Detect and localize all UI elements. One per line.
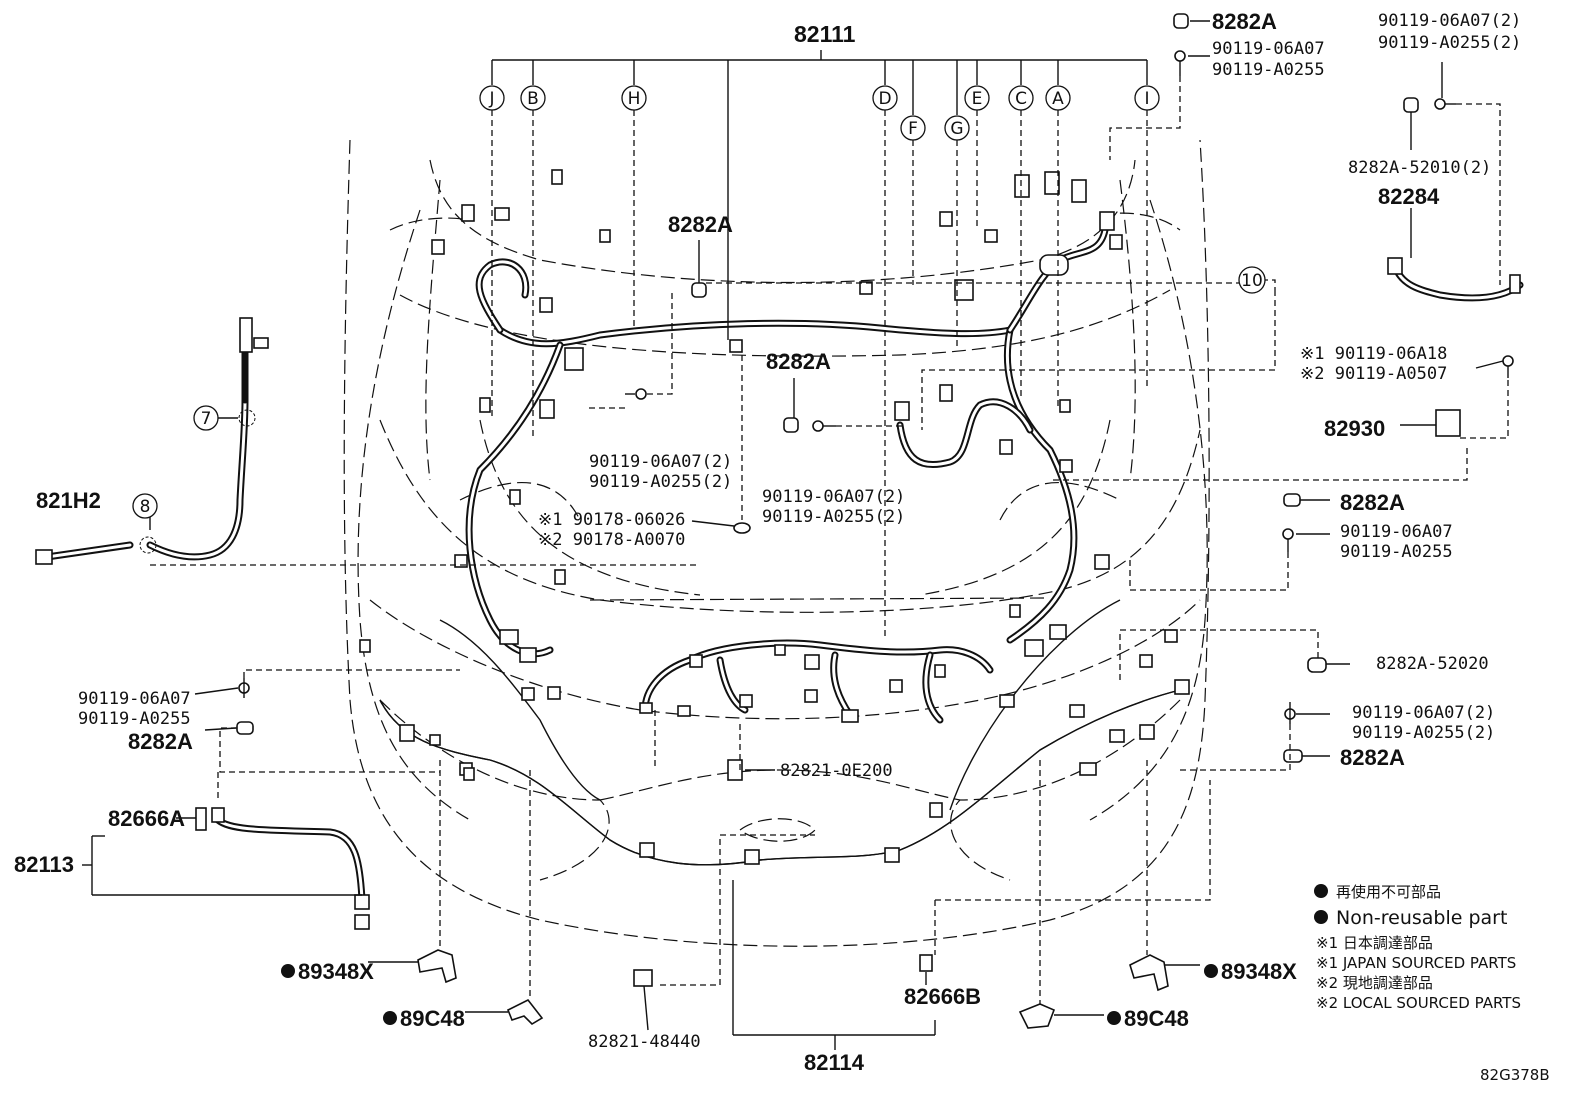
label-8282A-right3: 8282A xyxy=(1340,745,1405,770)
svg-text:C: C xyxy=(1015,89,1027,109)
callout-E: E xyxy=(964,85,990,111)
callout-A: A xyxy=(1045,85,1071,111)
label-90119-06A07-top: 90119-06A07 xyxy=(1212,39,1325,59)
callout-G: G xyxy=(944,115,970,141)
label-tr-90119-06A07: 90119-06A07(2) xyxy=(1378,11,1521,31)
svg-text:F: F xyxy=(908,119,918,139)
label-82930: 82930 xyxy=(1324,416,1385,441)
label-center-90119-06A07: 90119-06A07(2) xyxy=(762,487,905,507)
legend-local-sourced-jp: ※2 現地調達部品 xyxy=(1316,974,1433,992)
label-82111: 82111 xyxy=(794,21,856,47)
ref-circle-8: 8 xyxy=(132,493,158,519)
svg-text:8: 8 xyxy=(140,497,151,517)
label-89348X-right: 89348X xyxy=(1221,959,1297,984)
label-leftfront-90119-06A07: 90119-06A07 xyxy=(78,689,191,709)
label-82114: 82114 xyxy=(804,1050,865,1075)
legend-local-sourced-en: ※2 LOCAL SOURCED PARTS xyxy=(1316,994,1521,1012)
legend-non-reusable-jp: 再使用不可部品 xyxy=(1336,883,1441,901)
label-right-90119-06A07: 90119-06A07 xyxy=(1340,522,1453,542)
label-asterisk1-90119-06A18: ※1 90119-06A18 xyxy=(1300,344,1447,364)
svg-text:I: I xyxy=(1144,89,1149,109)
label-8282A-52010: 8282A-52010(2) xyxy=(1348,158,1491,178)
legend-non-reusable-en: Non-reusable part xyxy=(1336,907,1507,929)
callout-C: C xyxy=(1008,85,1034,111)
label-left-90119-A0255: 90119-A0255(2) xyxy=(589,472,732,492)
label-center-90119-A0255: 90119-A0255(2) xyxy=(762,507,905,527)
label-8282A-leftfront: 8282A xyxy=(128,729,193,754)
label-8282A-top: 8282A xyxy=(1212,9,1277,34)
label-8282A-center: 8282A xyxy=(766,349,831,374)
vehicle-body-outline xyxy=(343,139,1210,947)
label-89C48-right: 89C48 xyxy=(1124,1006,1189,1031)
label-8282A-52020: 8282A-52020 xyxy=(1376,654,1489,674)
svg-text:B: B xyxy=(527,89,539,109)
main-wire-harness xyxy=(36,226,1524,904)
svg-text:A: A xyxy=(1052,89,1064,109)
svg-text:E: E xyxy=(972,89,983,109)
legend-dot-1 xyxy=(1314,884,1328,898)
ref-circle-10: 10 xyxy=(1238,266,1266,294)
label-90119-A0255-top: 90119-A0255 xyxy=(1212,60,1325,80)
label-89C48-left: 89C48 xyxy=(400,1006,465,1031)
non-reusable-dot xyxy=(1204,964,1218,978)
ref-circle-7: 7 xyxy=(193,405,219,431)
svg-text:H: H xyxy=(628,89,641,109)
part-number-labels: 82111 8282A 90119-06A07 90119-A0255 9011… xyxy=(14,9,1521,1075)
label-asterisk2-90119-A0507: ※2 90119-A0507 xyxy=(1300,364,1447,384)
svg-text:J: J xyxy=(488,89,494,109)
label-82113: 82113 xyxy=(14,852,74,877)
callout-H: H xyxy=(621,85,647,111)
harness-connectors xyxy=(35,169,1521,930)
callout-J: J xyxy=(479,85,505,111)
label-8282A-mid: 8282A xyxy=(668,212,733,237)
callout-B: B xyxy=(520,85,546,111)
non-reusable-dot xyxy=(281,964,295,978)
label-left-90119-06A07: 90119-06A07(2) xyxy=(589,452,732,472)
leader-lines xyxy=(82,20,1509,1050)
label-asterisk1-90178-06026: ※1 90178-06026 xyxy=(538,510,685,530)
label-asterisk2-90178-A0070: ※2 90178-A0070 xyxy=(538,530,685,550)
label-8282A-right1: 8282A xyxy=(1340,490,1405,515)
label-82666A: 82666A xyxy=(108,806,185,831)
callout-circles: J B H D F G E C A I 7 8 10 xyxy=(132,85,1266,554)
non-reusable-dot xyxy=(383,1011,397,1025)
label-leftfront-90119-A0255: 90119-A0255 xyxy=(78,709,191,729)
label-right2-90119-A0255: 90119-A0255(2) xyxy=(1352,723,1495,743)
callout-I: I xyxy=(1134,85,1160,111)
label-89348X-left: 89348X xyxy=(298,959,374,984)
callout-D: D xyxy=(872,85,898,111)
svg-text:10: 10 xyxy=(1241,271,1263,291)
label-821H2: 821H2 xyxy=(36,488,101,513)
legend: 再使用不可部品 Non-reusable part ※1 日本調達部品 ※1 J… xyxy=(1314,883,1521,1012)
label-82821-0E200: 82821-0E200 xyxy=(780,761,893,781)
label-82666B: 82666B xyxy=(904,984,981,1009)
svg-text:G: G xyxy=(950,119,963,139)
legend-dot-2 xyxy=(1314,910,1328,924)
label-82821-48440: 82821-48440 xyxy=(588,1032,701,1052)
callout-F: F xyxy=(900,115,926,141)
legend-japan-sourced-jp: ※1 日本調達部品 xyxy=(1316,934,1433,952)
label-tr-90119-A0255: 90119-A0255(2) xyxy=(1378,33,1521,53)
non-reusable-dot xyxy=(1107,1011,1121,1025)
legend-japan-sourced-en: ※1 JAPAN SOURCED PARTS xyxy=(1316,954,1516,972)
label-right2-90119-06A07: 90119-06A07(2) xyxy=(1352,703,1495,723)
diagram-code: 82G378B xyxy=(1480,1066,1550,1084)
svg-text:7: 7 xyxy=(201,409,212,429)
label-82284: 82284 xyxy=(1378,184,1440,209)
svg-text:D: D xyxy=(878,89,891,109)
label-right-90119-A0255: 90119-A0255 xyxy=(1340,542,1453,562)
hardware-parts xyxy=(195,13,1514,1029)
